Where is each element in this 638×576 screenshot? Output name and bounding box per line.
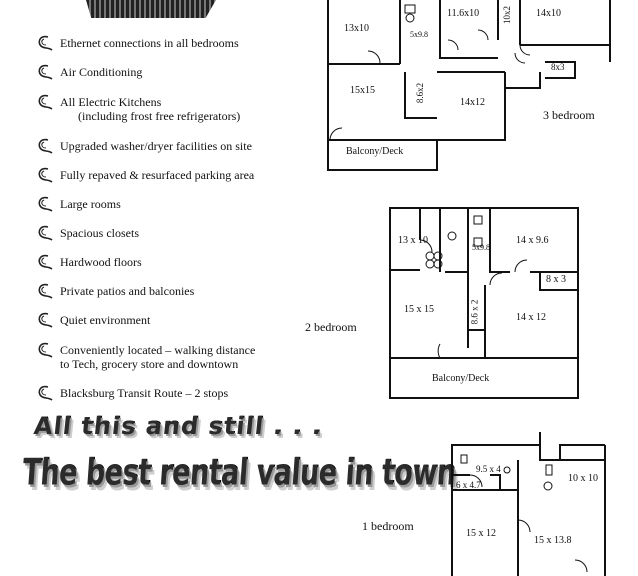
feature-item: Spacious closets	[34, 224, 139, 242]
room-label: Balcony/Deck	[432, 373, 490, 384]
swirl-bullet-icon	[38, 167, 53, 183]
feature-text: Blacksburg Transit Route – 2 stops	[60, 386, 229, 400]
plan-title-1-bedroom: 1 bedroom	[362, 519, 414, 533]
room-label: 8.6x2	[415, 82, 426, 104]
room-label: 8 x 3	[546, 274, 566, 285]
feature-text: Conveniently located – walking distance	[60, 343, 256, 357]
feature-item: Ethernet connections in all bedrooms	[34, 34, 239, 52]
feature-item: Conveniently located – walking distance …	[34, 341, 255, 371]
swirl-bullet-icon	[38, 254, 53, 270]
room-label: 8.6 x 2	[469, 299, 480, 325]
room-label: 5x9.8	[472, 243, 490, 252]
room-label: 13 x 10	[398, 235, 428, 246]
room-label: 9.5 x 4	[476, 464, 501, 474]
room-label: 10 x 10	[568, 473, 598, 484]
feature-text: All Electric Kitchens	[60, 95, 162, 109]
feature-item: Upgraded washer/dryer facilities on site	[34, 137, 252, 155]
feature-item: Quiet environment	[34, 311, 150, 329]
feature-text: Ethernet connections in all bedrooms	[60, 36, 239, 50]
plan-title-3-bedroom: 3 bedroom	[543, 108, 595, 122]
swirl-bullet-icon	[38, 138, 53, 154]
feature-subtext: to Tech, grocery store and downtown	[60, 357, 239, 371]
feature-text: Fully repaved & resurfaced parking area	[60, 168, 255, 182]
feature-item: Fully repaved & resurfaced parking area	[34, 166, 254, 184]
room-label: 14x12	[460, 97, 485, 108]
feature-subtext: (including frost free refrigerators)	[78, 109, 241, 123]
swirl-bullet-icon	[38, 35, 53, 51]
room-label: 11.6x10	[447, 8, 480, 19]
room-label: 6 x 4.7	[456, 480, 481, 490]
room-label: 15 x 12	[466, 528, 496, 539]
feature-text: Air Conditioning	[60, 65, 143, 79]
swirl-bullet-icon	[38, 385, 53, 401]
room-label: 5x9.8	[410, 30, 428, 39]
plan-title-2-bedroom: 2 bedroom	[305, 320, 357, 334]
room-label: 8x3	[551, 62, 565, 72]
swirl-bullet-icon	[38, 312, 53, 328]
swirl-bullet-icon	[38, 283, 53, 299]
room-label: 13x10	[344, 23, 369, 34]
feature-item: Air Conditioning	[34, 63, 142, 81]
swirl-bullet-icon	[38, 94, 53, 110]
room-label: 10x2	[502, 6, 512, 24]
floorplan-2-bedroom	[389, 207, 579, 399]
feature-text: Quiet environment	[60, 313, 151, 327]
room-label: 14 x 9.6	[516, 235, 549, 246]
feature-item: Private patios and balconies	[34, 282, 194, 300]
swirl-bullet-icon	[38, 64, 53, 80]
swirl-bullet-icon	[38, 342, 53, 358]
feature-item: Hardwood floors	[34, 253, 142, 271]
room-label: 15 x 15	[404, 304, 434, 315]
feature-item: Large rooms	[34, 195, 121, 213]
feature-text: Spacious closets	[60, 226, 139, 240]
floorplan-1-bedroom	[451, 432, 606, 576]
feature-item: All Electric Kitchens (including frost f…	[34, 93, 240, 123]
room-label: 15x15	[350, 85, 375, 96]
room-label: Balcony/Deck	[346, 146, 404, 157]
room-label: 14x10	[536, 8, 561, 19]
swirl-bullet-icon	[38, 225, 53, 241]
feature-text: Hardwood floors	[60, 255, 142, 269]
swirl-bullet-icon	[38, 196, 53, 212]
feature-text: Private patios and balconies	[60, 284, 195, 298]
feature-text: Large rooms	[60, 197, 121, 211]
room-label: 15 x 13.8	[534, 535, 572, 546]
feature-text: Upgraded washer/dryer facilities on site	[60, 139, 252, 153]
room-label: 14 x 12	[516, 312, 546, 323]
logo-fragment	[86, 0, 216, 18]
floorplan-3-bedroom	[327, 0, 611, 171]
feature-item: Blacksburg Transit Route – 2 stops	[34, 384, 228, 402]
